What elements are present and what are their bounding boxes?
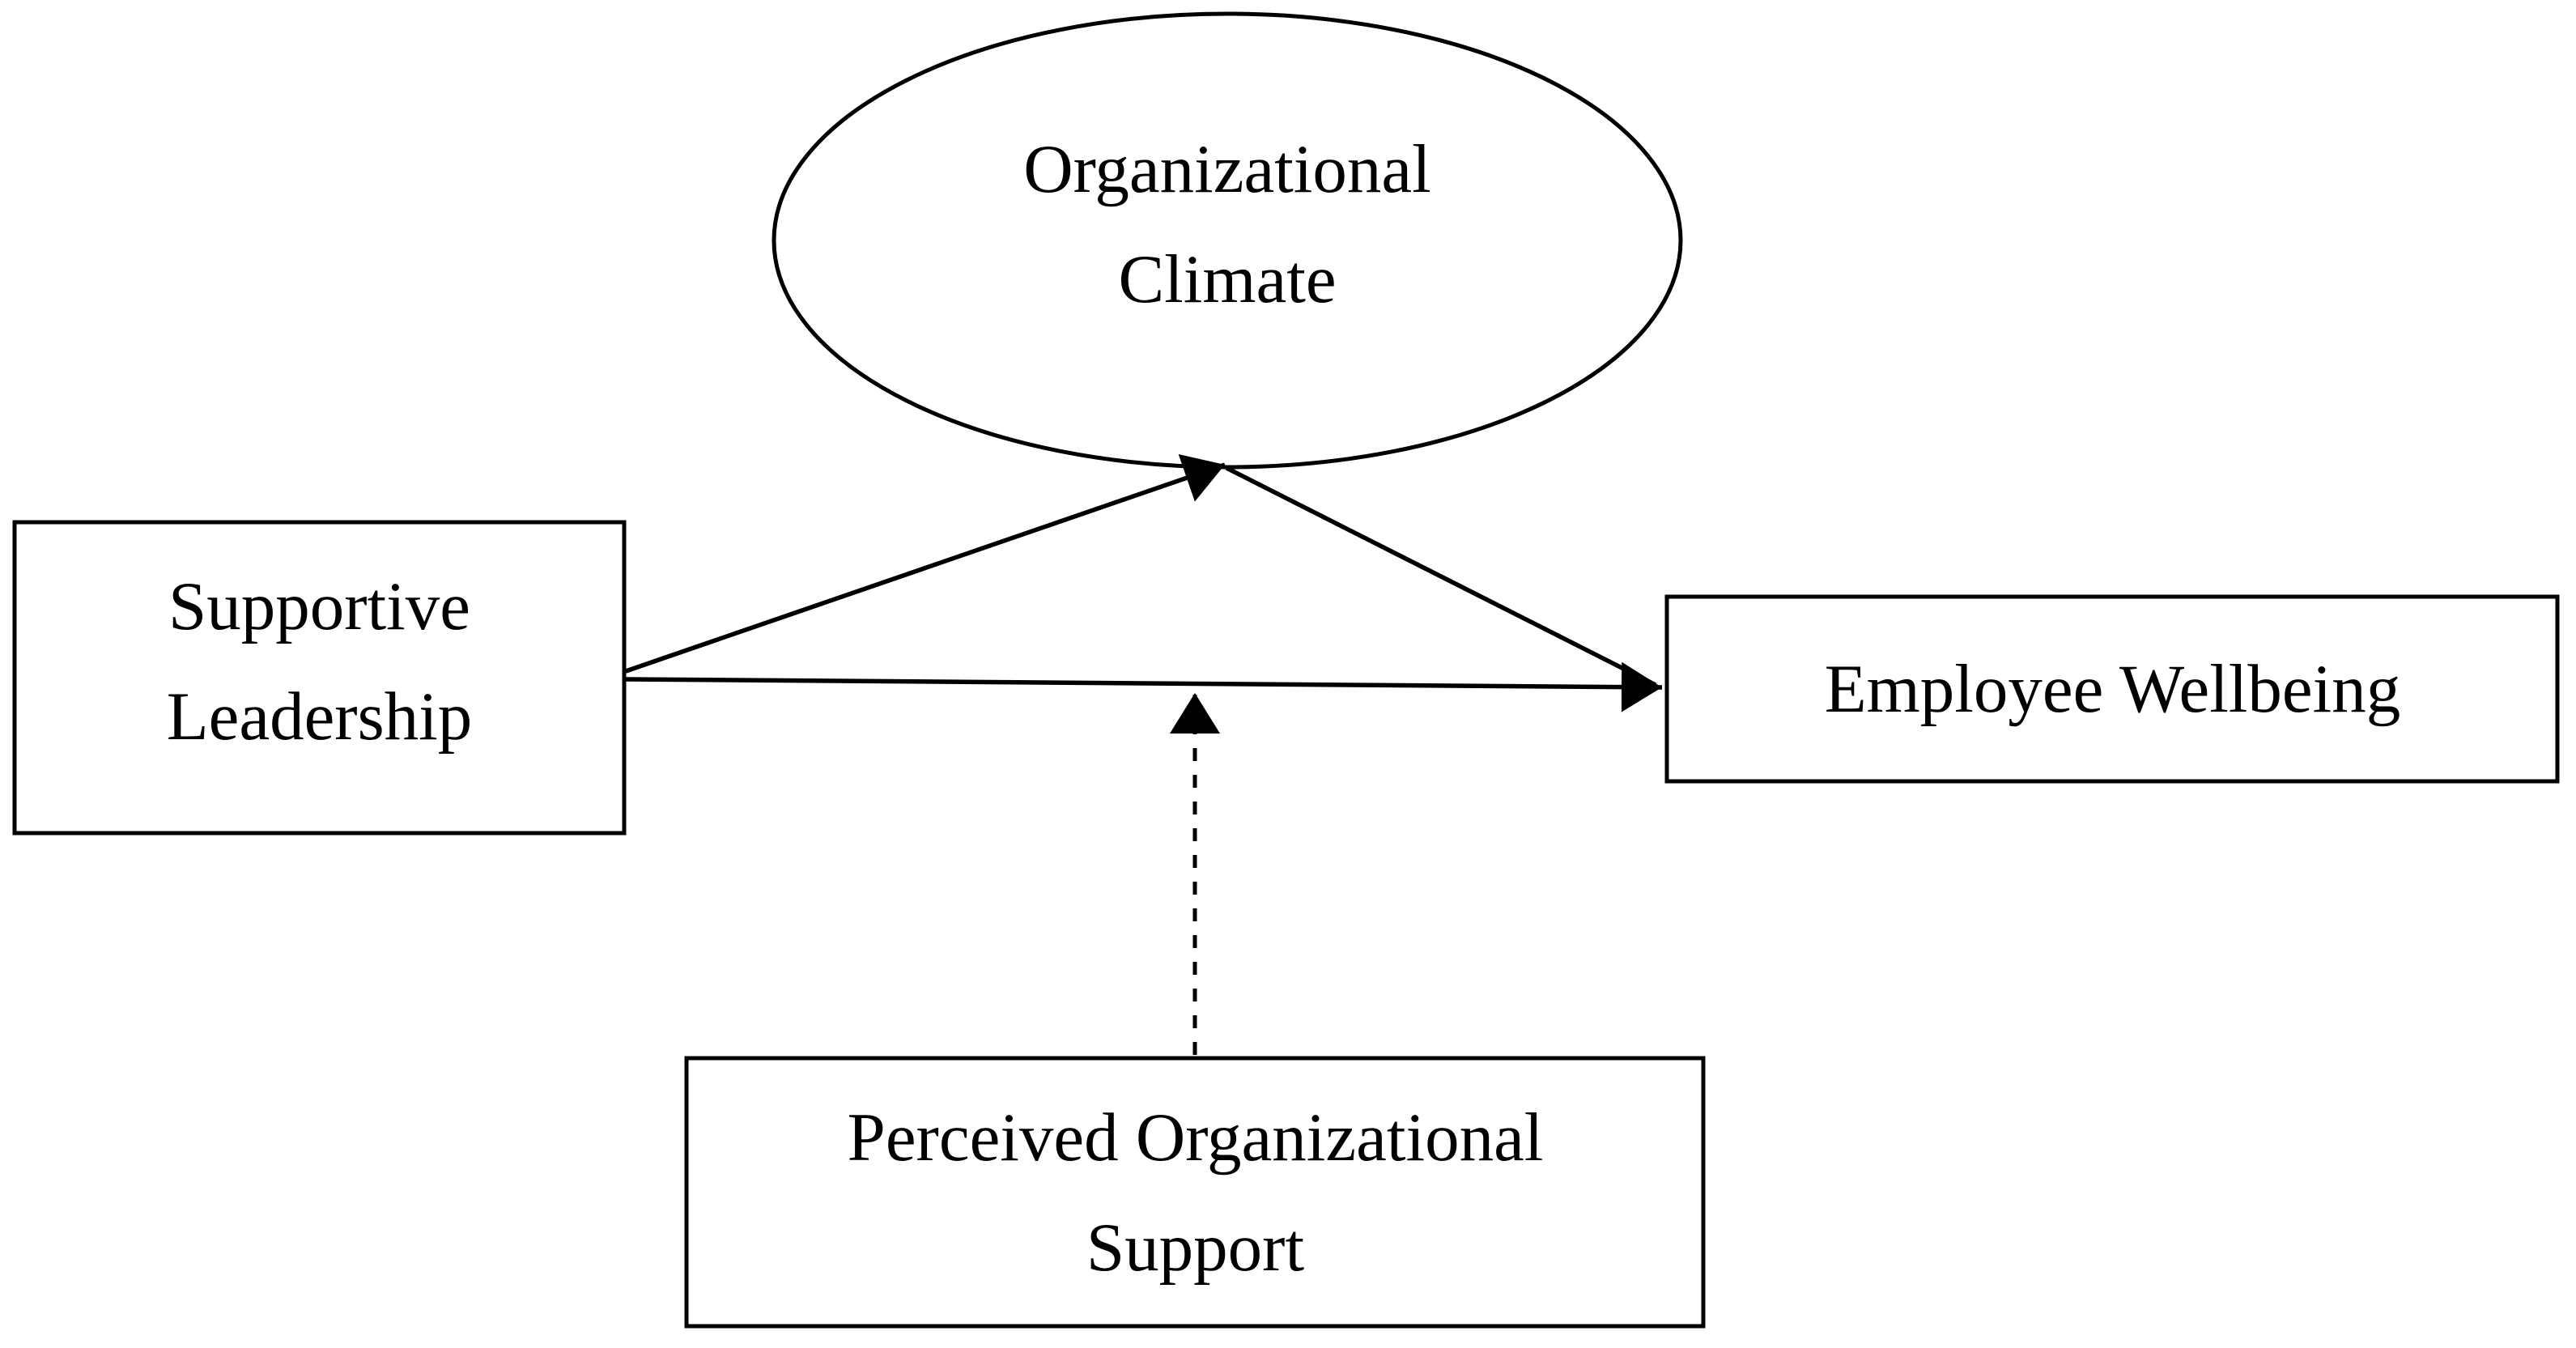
supportive-leadership-label-line1: Supportive: [168, 568, 471, 644]
arrow-supportive-leadership-to-employee-wellbeing: [625, 661, 1663, 712]
organizational-climate-label-line1: Organizational: [1023, 131, 1431, 207]
organizational-climate-label: Organizational Climate: [774, 14, 1681, 435]
supportive-leadership-box: [12, 520, 627, 836]
employee-wellbeing-box: [1664, 594, 2560, 784]
employee-wellbeing-label-line1: Employee Wellbeing: [1824, 651, 2401, 727]
organizational-climate-label-line2: Climate: [1118, 241, 1337, 317]
perceived-organizational-support-box: [684, 1056, 1706, 1329]
arrow-organizational-climate-to-employee-wellbeing: [1225, 466, 1657, 687]
employee-wellbeing-label: Employee Wellbeing: [1665, 595, 2560, 783]
perceived-organizational-support-label-line2: Support: [1086, 1209, 1305, 1286]
supportive-leadership-label-line2: Leadership: [166, 678, 473, 755]
supportive-leadership-label: Supportive Leadership: [13, 521, 626, 835]
perceived-organizational-support-label: Perceived Organizational Support: [685, 1057, 1706, 1328]
perceived-organizational-support-label-line1: Perceived Organizational: [847, 1099, 1544, 1176]
arrow-supportive-leadership-to-organizational-climate: [625, 453, 1226, 674]
